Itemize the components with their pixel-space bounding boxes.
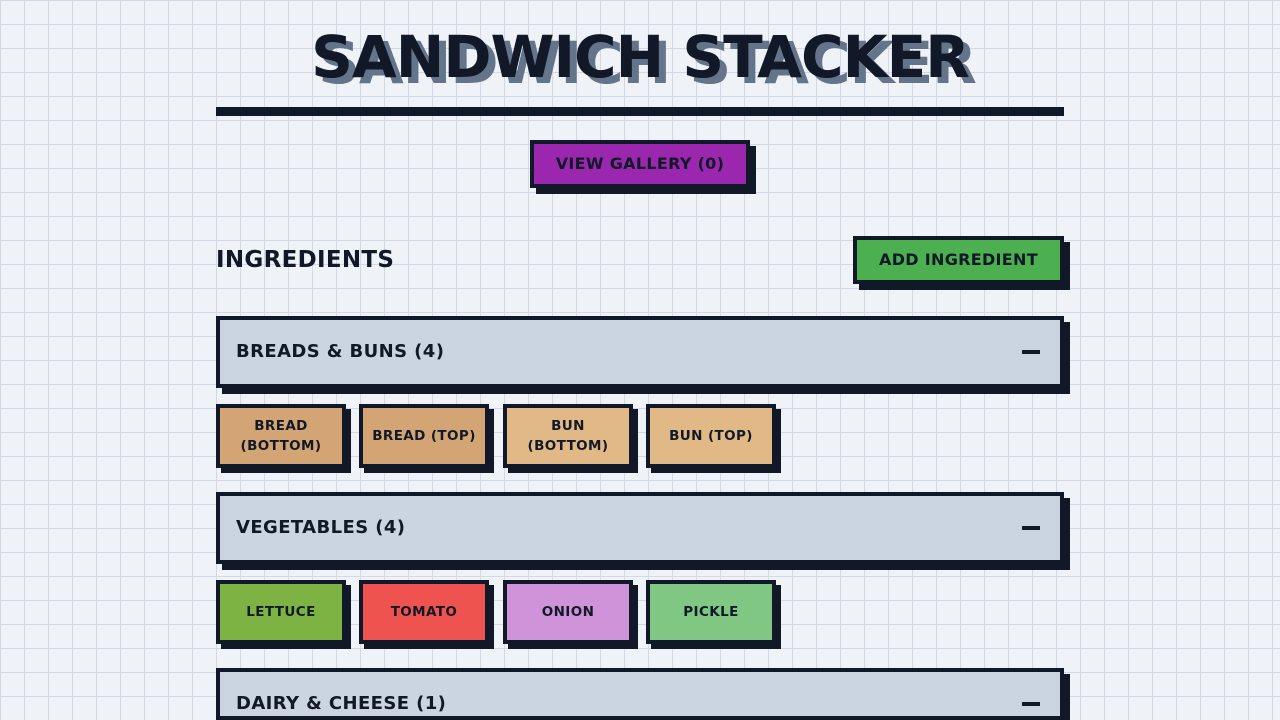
title-divider (216, 107, 1064, 116)
ingredient-tomato[interactable]: TOMATO (359, 580, 489, 644)
ingredient-pickle[interactable]: PICKLE (646, 580, 776, 644)
ingredient-bread-bottom[interactable]: BREAD (BOTTOM) (216, 404, 346, 468)
category-header-breads[interactable]: BREADS & BUNS (4) (216, 316, 1064, 388)
minus-icon[interactable] (1022, 526, 1040, 530)
category-label: DAIRY & CHEESE (1) (236, 693, 447, 714)
ingredient-lettuce[interactable]: LETTUCE (216, 580, 346, 644)
add-ingredient-button[interactable]: ADD INGREDIENT (853, 236, 1064, 284)
ingredients-heading: INGREDIENTS (216, 247, 395, 273)
ingredient-bread-top[interactable]: BREAD (TOP) (359, 404, 489, 468)
title-area: SANDWICH STACKER (216, 22, 1064, 92)
category-label: VEGETABLES (4) (236, 517, 406, 538)
page-title: SANDWICH STACKER (311, 23, 970, 91)
category-header-dairy[interactable]: DAIRY & CHEESE (1) (216, 668, 1064, 720)
ingredient-bun-top[interactable]: BUN (TOP) (646, 404, 776, 468)
category-label: BREADS & BUNS (4) (236, 341, 445, 362)
view-gallery-button[interactable]: VIEW GALLERY (0) (530, 140, 750, 188)
ingredient-bun-bottom[interactable]: BUN (BOTTOM) (503, 404, 633, 468)
minus-icon[interactable] (1022, 702, 1040, 706)
minus-icon[interactable] (1022, 350, 1040, 354)
category-header-vegetables[interactable]: VEGETABLES (4) (216, 492, 1064, 564)
ingredient-onion[interactable]: ONION (503, 580, 633, 644)
